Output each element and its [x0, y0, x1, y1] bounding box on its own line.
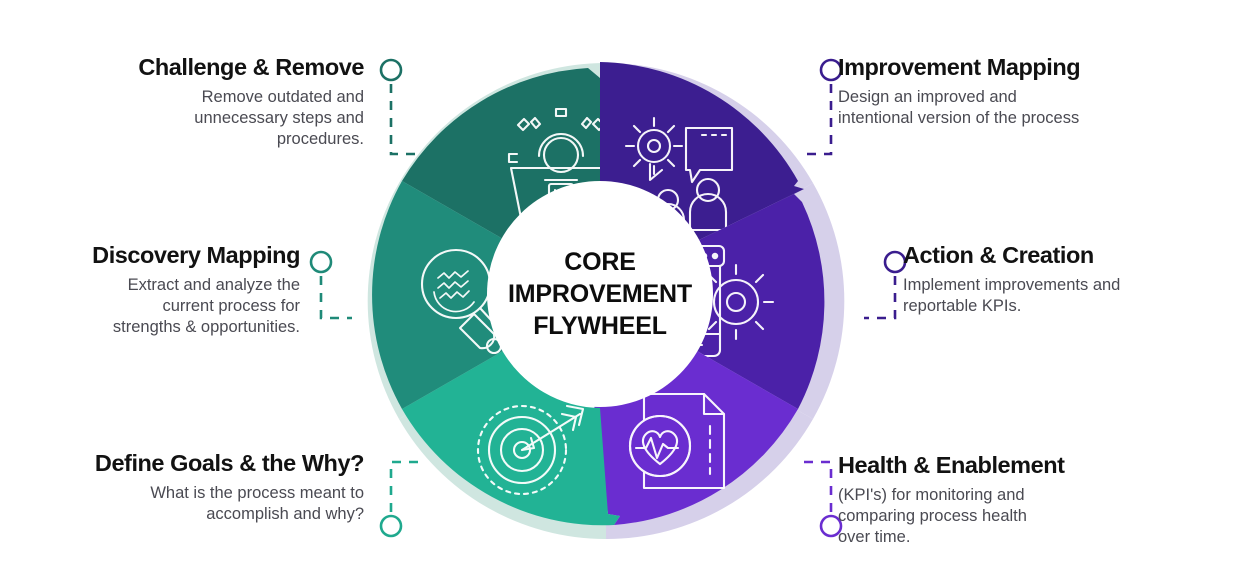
label-desc-define-goals: What is the process meant to accomplish …: [150, 484, 364, 524]
segment-health-enablement[interactable]: [594, 351, 798, 525]
label-desc-discovery-mapping: Extract and analyze the current process …: [112, 276, 300, 337]
label-title-challenge-remove: Challenge & Remove: [138, 54, 364, 80]
gear-people-chat-icon: [624, 116, 734, 236]
connector-action-creation: [860, 250, 908, 330]
label-health-enablement: Health & Enablement (KPI's) for monitori…: [838, 452, 1158, 548]
segment-improvement-mapping[interactable]: [600, 62, 804, 241]
label-title-health-enablement: Health & Enablement: [838, 452, 1065, 478]
label-desc-action-creation: Implement improvements and reportable KP…: [903, 276, 1121, 316]
label-discovery-mapping: Discovery Mapping Extract and analyze th…: [28, 242, 300, 338]
document-heart-pulse-icon: [628, 392, 726, 490]
label-define-goals: Define Goals & the Why? What is the proc…: [30, 450, 365, 525]
label-desc-health-enablement: (KPI's) for monitoring and comparing pro…: [838, 486, 1027, 547]
connector-define-goals: [378, 452, 426, 542]
connector-health-enablement: [796, 452, 844, 542]
segment-define-goals[interactable]: [402, 351, 620, 526]
label-title-define-goals: Define Goals & the Why?: [94, 450, 365, 476]
label-title-discovery-mapping: Discovery Mapping: [92, 242, 300, 268]
label-desc-challenge-remove: Remove outdated and unnecessary steps an…: [194, 88, 364, 149]
label-action-creation: Action & Creation Implement improvements…: [903, 242, 1203, 317]
label-title-action-creation: Action & Creation: [903, 242, 1094, 268]
connector-discovery-mapping: [308, 250, 356, 330]
connector-challenge-remove: [378, 58, 426, 166]
label-title-improvement-mapping: Improvement Mapping: [838, 54, 1081, 80]
target-arrow-icon: [476, 404, 585, 496]
label-challenge-remove: Challenge & Remove Remove outdated and u…: [44, 54, 364, 150]
label-desc-improvement-mapping: Design an improved and intentional versi…: [838, 88, 1080, 128]
wheel-center-hub: [487, 181, 713, 407]
label-improvement-mapping: Improvement Mapping Design an improved a…: [838, 54, 1178, 129]
flywheel-wheel: .ic { fill:none; stroke:#ffffff; stroke-…: [352, 46, 848, 542]
connector-improvement-mapping: [796, 58, 844, 166]
